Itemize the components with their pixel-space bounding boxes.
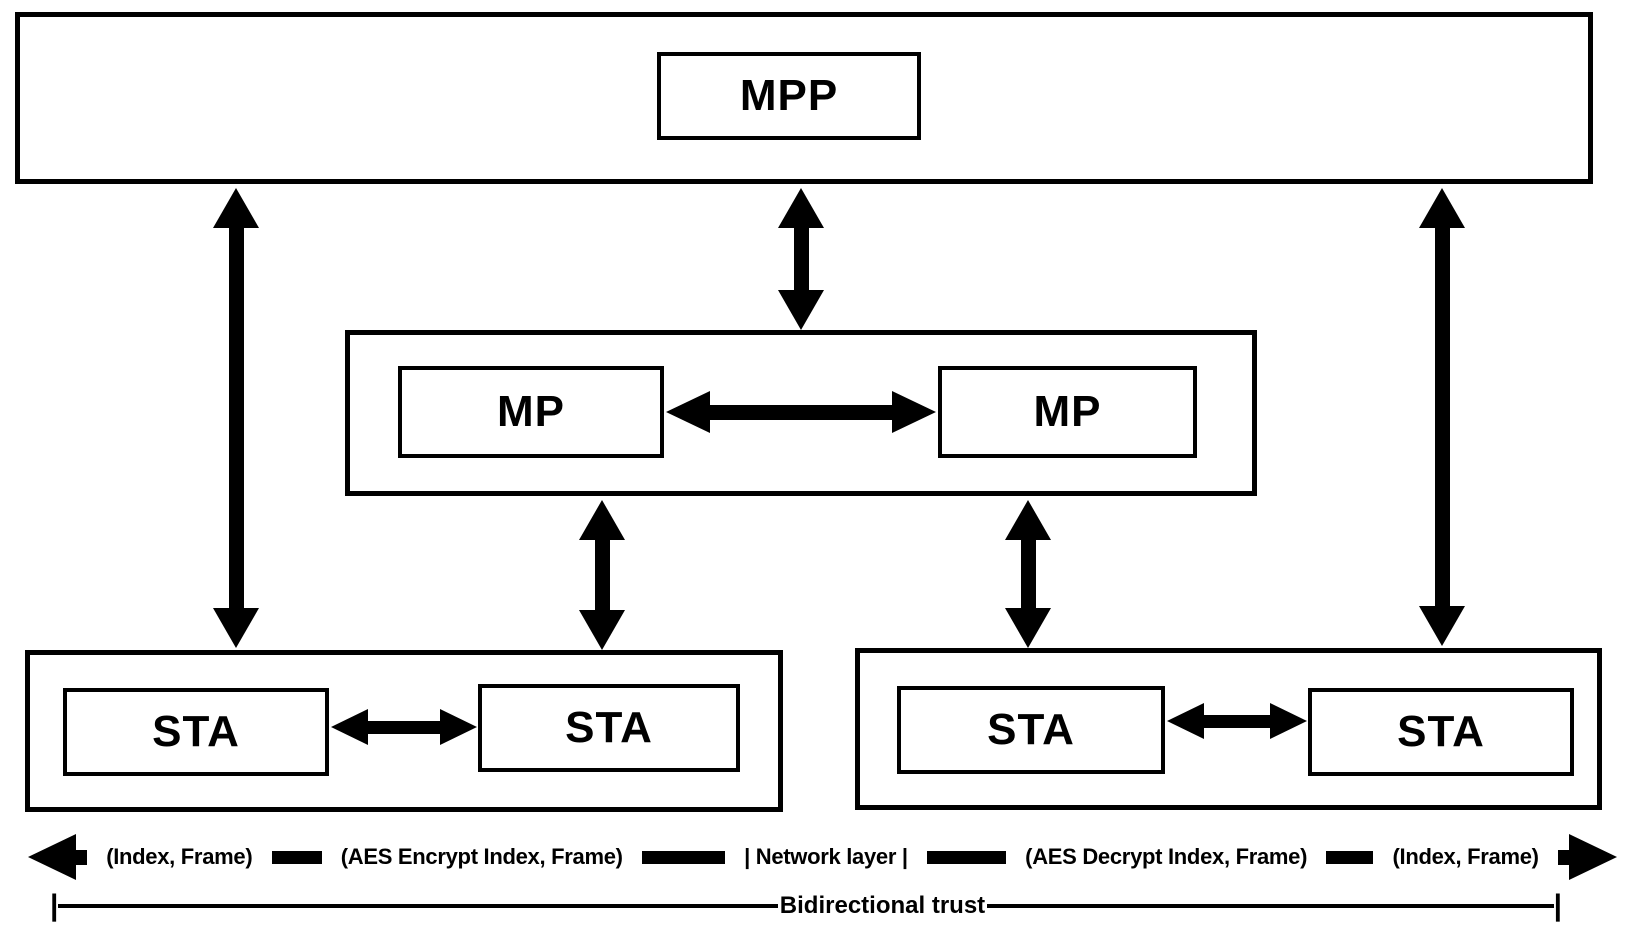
arrow-left-head-icon [666, 391, 710, 433]
arrow-tail [76, 849, 87, 865]
arrow-down-head-icon [778, 290, 824, 330]
trust-left-cap: | [50, 889, 59, 922]
arrow-up-head-icon [213, 188, 259, 228]
arrow-shaft [1434, 228, 1450, 606]
arrow-right-head-icon [440, 709, 477, 745]
sta-right-b-label: STA [1397, 707, 1485, 756]
sta-node-left-b: STA [478, 684, 740, 772]
arrow-up-head-icon [1005, 500, 1051, 540]
arrow-mpp-sta-right [1419, 188, 1465, 646]
arrow-mpp-sta-left [213, 188, 259, 648]
arrow-shaft [710, 404, 892, 420]
arrow-mp-sta-right [1005, 500, 1051, 648]
flow-right-arrow-icon [1557, 834, 1617, 880]
arrow-up-head-icon [1419, 188, 1465, 228]
flow-aes-decrypt: (AES Decrypt Index, Frame) [1025, 844, 1308, 869]
flow-dash-icon [1326, 850, 1374, 864]
arrow-right-head-icon [892, 391, 936, 433]
arrow-shaft [594, 540, 610, 610]
mp-left-label: MP [497, 387, 565, 436]
arrow-shaft [1020, 540, 1036, 608]
sta-node-left-a: STA [63, 688, 329, 776]
arrow-shaft [368, 720, 440, 734]
mpp-node: MPP [657, 52, 921, 140]
flow-dash-icon [271, 850, 322, 864]
arrow-down-head-icon [213, 608, 259, 648]
flow-network-layer: | Network layer | [744, 844, 908, 869]
bidirectional-trust-row: | Bidirectional trust | [50, 886, 1562, 926]
arrow-down-head-icon [579, 610, 625, 650]
arrow-left-head-icon [1167, 703, 1204, 739]
flow-left-arrow-icon [28, 834, 87, 880]
arrow-tail [1557, 849, 1569, 865]
trust-line-left [58, 904, 778, 908]
arrow-sta-sta-right [1167, 703, 1307, 739]
arrow-mpp-mp [778, 188, 824, 330]
sta-left-b-label: STA [565, 703, 653, 752]
sta-node-right-a: STA [897, 686, 1165, 774]
flow-aes-encrypt: (AES Encrypt Index, Frame) [340, 844, 623, 869]
arrow-right-head-icon [1270, 703, 1307, 739]
arrow-up-head-icon [778, 188, 824, 228]
arrow-shaft [1204, 714, 1270, 728]
flow-legend-row: (Index, Frame) (AES Encrypt Index, Frame… [28, 834, 1617, 880]
flow-dash-icon [926, 850, 1006, 864]
arrow-mp-mp [666, 391, 936, 433]
arrow-down-head-icon [1419, 606, 1465, 646]
arrow-up-head-icon [579, 500, 625, 540]
arrow-shaft [793, 228, 809, 290]
arrow-mp-sta-left [579, 500, 625, 650]
sta-left-a-label: STA [152, 707, 240, 756]
mp-node-right: MP [938, 366, 1197, 458]
sta-right-a-label: STA [987, 705, 1075, 754]
trust-right-cap: | [1553, 889, 1562, 922]
left-triangle-icon [28, 834, 76, 880]
sta-node-right-b: STA [1308, 688, 1574, 776]
arrow-sta-sta-left [331, 709, 477, 745]
mp-right-label: MP [1033, 387, 1102, 436]
mpp-label: MPP [739, 71, 839, 120]
right-triangle-icon [1568, 834, 1617, 880]
flow-index-frame-right: (Index, Frame) [1392, 844, 1539, 869]
arrow-shaft [228, 228, 244, 608]
flow-dash-icon [641, 850, 725, 864]
mp-node-left: MP [398, 366, 664, 458]
arrow-down-head-icon [1005, 608, 1051, 648]
trust-label: Bidirectional trust [779, 892, 986, 919]
flow-index-frame-left: (Index, Frame) [106, 844, 253, 869]
trust-line-right [987, 904, 1554, 908]
arrow-left-head-icon [331, 709, 368, 745]
